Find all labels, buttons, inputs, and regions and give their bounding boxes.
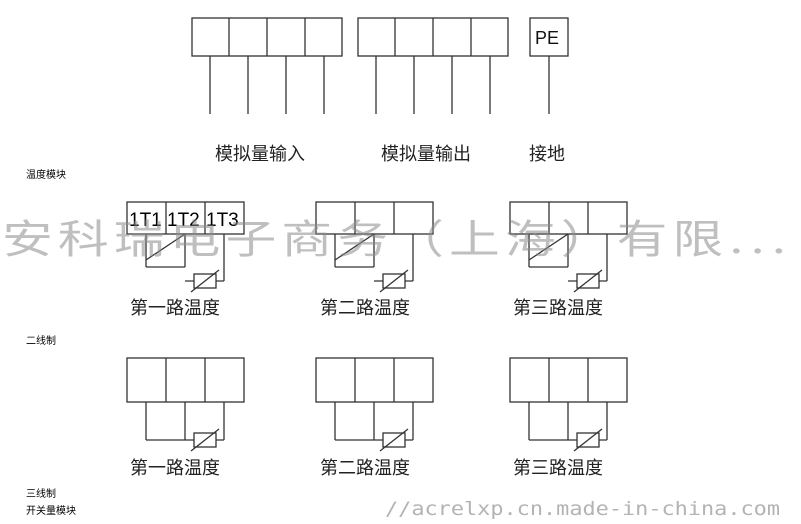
- row1-channel-1-label: 第一路温度: [130, 298, 220, 319]
- two-wire-channel-2: [315, 201, 434, 293]
- terminal-label-1t3: 1T3: [206, 210, 239, 231]
- company-watermark: 安科瑞电子商务（上海）有限...: [2, 217, 792, 263]
- temperature-module-label: 温度模块: [26, 168, 66, 181]
- url-watermark: //acrelxp.cn.made-in-china.com: [385, 498, 780, 520]
- thermistor-icon: [573, 428, 603, 452]
- three-wire-channel-3: [509, 357, 628, 452]
- row2-channel-1-label: 第一路温度: [130, 458, 220, 479]
- pe-terminal-label: PE: [535, 28, 559, 48]
- two-wire-label: 二线制: [26, 334, 56, 347]
- thermistor-icon: [379, 428, 409, 452]
- pe-terminal-block: [529, 17, 569, 114]
- thermistor-icon: [379, 269, 409, 293]
- row1-channel-3-label: 第三路温度: [513, 298, 603, 319]
- row2-channel-3-label: 第三路温度: [513, 458, 603, 479]
- three-wire-channel-2: [315, 357, 434, 452]
- thermistor-icon: [190, 428, 220, 452]
- analog-input-terminal-block: [191, 17, 343, 114]
- three-wire-label: 三线制: [26, 487, 56, 500]
- analog-output-terminal-block: [357, 17, 509, 114]
- three-wire-channel-1: [126, 357, 245, 452]
- ground-label: 接地: [529, 144, 565, 165]
- two-wire-channel-3: [509, 201, 628, 293]
- row1-channel-2-label: 第二路温度: [320, 298, 410, 319]
- two-wire-channel-1: [126, 201, 245, 293]
- terminal-label-1t2: 1T2: [167, 210, 200, 231]
- analog-output-label: 模拟量输出: [381, 144, 471, 165]
- analog-input-label: 模拟量输入: [215, 144, 305, 165]
- thermistor-icon: [573, 269, 603, 293]
- row2-channel-2-label: 第二路温度: [320, 458, 410, 479]
- thermistor-icon: [190, 269, 220, 293]
- switch-module-label: 开关量模块: [26, 504, 76, 517]
- terminal-label-1t1: 1T1: [129, 210, 162, 231]
